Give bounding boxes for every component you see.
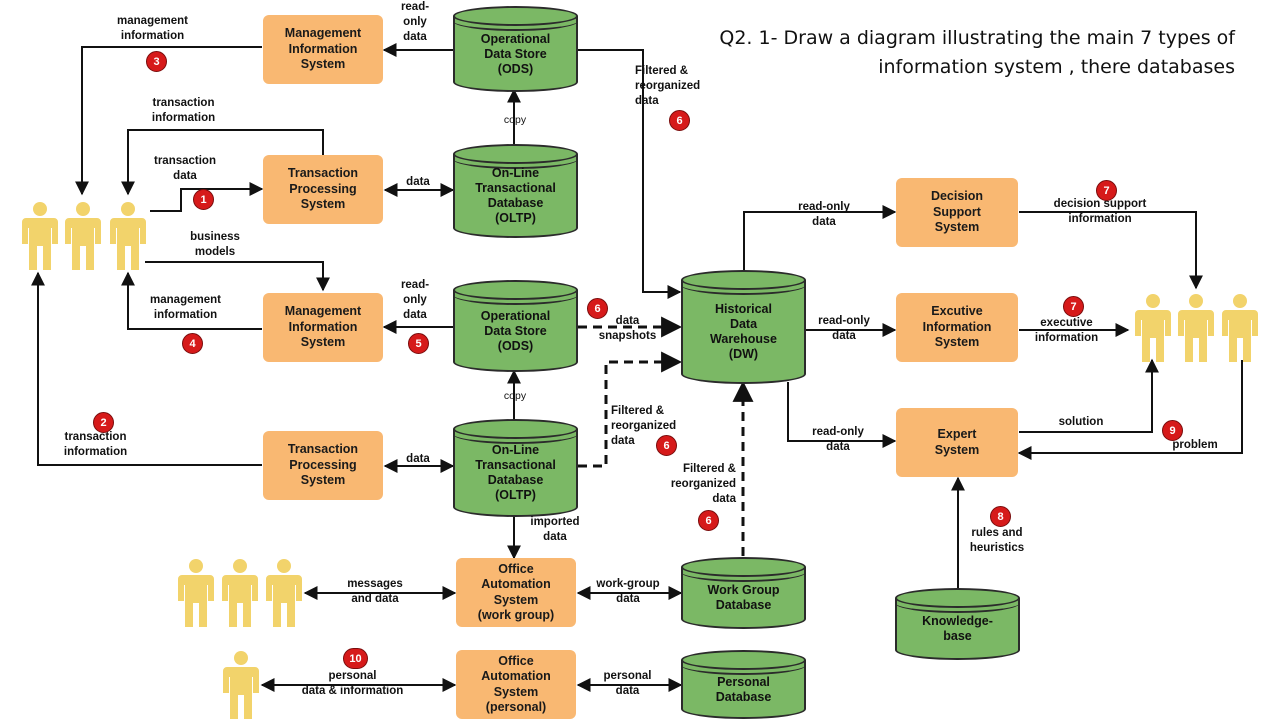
label-trans-data: transaction data	[154, 155, 216, 182]
label-filtered-low: Filtered & reorganized data	[670, 463, 736, 505]
arrow-problem	[1017, 360, 1243, 460]
label-solution: solution	[1058, 416, 1104, 428]
badge-7-eis: 7	[1063, 296, 1084, 317]
label-data-tps-top: data	[406, 176, 430, 188]
label-data-snapshots: data snapshots	[598, 315, 657, 342]
oltp-top-label: On-Line Transactional Database (OLTP)	[475, 166, 556, 225]
badge-2: 2	[93, 412, 114, 433]
arrow-trans-info-left	[31, 271, 262, 466]
arrow-mis-top-to-users	[75, 46, 262, 196]
ods-top-db: Operational Data Store (ODS)	[453, 6, 578, 92]
user-icon	[178, 559, 214, 627]
user-icon	[222, 559, 258, 627]
label-personal-info: personal data & information	[301, 670, 404, 697]
users-group-left	[22, 202, 146, 270]
user-personal	[223, 651, 259, 719]
label-copy-top: copy	[503, 114, 527, 126]
question-heading: Q2. 1- Draw a diagram illustrating the m…	[595, 24, 1235, 82]
ods-top-label: Operational Data Store (ODS)	[480, 31, 551, 76]
users-group-right	[1135, 294, 1258, 362]
dashed-arrow-oltp-to-dw	[578, 351, 683, 468]
badge-1: 1	[193, 189, 214, 210]
eis-box: Excutive Information System	[896, 293, 1018, 362]
user-icon	[65, 202, 101, 270]
label-read-only-expert: read-only data	[812, 426, 864, 453]
personal-db-label: Personal Database	[715, 674, 772, 704]
knowledge-base-db: Knowledge- base	[895, 588, 1020, 660]
ods-mid-db: Operational Data Store (ODS)	[453, 280, 578, 372]
arrow-ods-top-to-dw	[578, 49, 682, 299]
label-workgroup-data: work-group data	[596, 578, 660, 605]
knowledge-base-label: Knowledge- base	[922, 614, 993, 643]
user-icon	[1222, 294, 1258, 362]
label-business-models: business models	[190, 231, 240, 258]
arrow-mis-mid-to-users	[121, 271, 262, 330]
personal-db: Personal Database	[681, 650, 806, 719]
label-messages-data: messages and data	[347, 578, 403, 605]
oltp-bottom-label: On-Line Transactional Database (OLTP)	[475, 443, 556, 502]
badge-6-low: 6	[698, 510, 719, 531]
label-filtered-mid: Filtered & reorganized data	[611, 405, 677, 447]
label-imported-data: imported data	[530, 516, 580, 543]
label-mgmt-info-top: management information	[117, 15, 188, 42]
ods-mid-label: Operational Data Store (ODS)	[480, 308, 551, 353]
oltp-top-db: On-Line Transactional Database (OLTP)	[453, 144, 578, 238]
tps-bottom-box: Transaction Processing System	[263, 431, 383, 500]
label-executive-info: executive information	[1034, 317, 1099, 344]
label-trans-info-left: transaction information	[63, 431, 128, 458]
oa-personal-box: Office Automation System (personal)	[456, 650, 576, 719]
heading-line-1: Q2. 1- Draw a diagram illustrating the m…	[719, 27, 1235, 49]
label-read-only-eis: read-only data	[818, 315, 870, 342]
label-read-only-dss: read-only data	[798, 201, 850, 228]
arrow-dss-to-users	[1019, 211, 1203, 290]
label-mgmt-info-mid: management information	[150, 294, 221, 321]
workgroup-db-label: Work Group Database	[707, 583, 780, 612]
badge-6-snapshots: 6	[587, 298, 608, 319]
badge-5: 5	[408, 333, 429, 354]
arrow-trans-info-top	[121, 129, 324, 196]
mis-top-box: Management Information System	[263, 15, 383, 84]
arrow-business-models	[145, 261, 330, 292]
user-icon	[22, 202, 58, 270]
user-icon	[110, 202, 146, 270]
label-read-only-mid: read- only data	[400, 279, 430, 321]
label-personal-data: personal data	[603, 670, 652, 697]
user-icon	[1135, 294, 1171, 362]
users-group-workgroup	[178, 559, 302, 627]
mis-mid-box: Management Information System	[263, 293, 383, 362]
label-decision-support-info: decision support information	[1053, 198, 1147, 225]
badge-8: 8	[990, 506, 1011, 527]
dss-box: Decision Support System	[896, 178, 1018, 247]
dw-label: Historical Data Warehouse (DW)	[710, 302, 777, 361]
arrow-dw-to-expert	[787, 382, 897, 448]
arrow-trans-data	[150, 182, 264, 212]
badge-6-top: 6	[669, 110, 690, 131]
oa-workgroup-box: Office Automation System (work group)	[456, 558, 576, 627]
expert-system-box: Expert System	[896, 408, 1018, 477]
label-copy-mid: copy	[503, 390, 527, 402]
label-trans-info-top: transaction information	[151, 97, 216, 124]
user-icon	[1178, 294, 1214, 362]
tps-top-box: Transaction Processing System	[263, 155, 383, 224]
oltp-bottom-db: On-Line Transactional Database (OLTP)	[453, 419, 578, 517]
dw-db: Historical Data Warehouse (DW)	[681, 270, 806, 384]
label-rules-heuristics: rules and heuristics	[969, 527, 1025, 554]
arrow-solution	[1019, 358, 1159, 433]
user-icon	[223, 651, 259, 719]
user-icon	[266, 559, 302, 627]
badge-10: 10	[343, 648, 368, 669]
workgroup-db: Work Group Database	[681, 557, 806, 629]
badge-7-dss: 7	[1096, 180, 1117, 201]
label-read-only-top: read- only data	[400, 1, 430, 43]
label-filtered-top: Filtered & reorganized data	[635, 65, 701, 107]
label-data-tps-bottom: data	[406, 453, 430, 465]
arrow-dw-to-dss	[743, 205, 897, 272]
heading-line-2: information system , there databases	[878, 56, 1235, 78]
label-problem: problem	[1172, 439, 1218, 451]
badge-9: 9	[1162, 420, 1183, 441]
badge-3: 3	[146, 51, 167, 72]
badge-4: 4	[182, 333, 203, 354]
badge-6-mid: 6	[656, 435, 677, 456]
